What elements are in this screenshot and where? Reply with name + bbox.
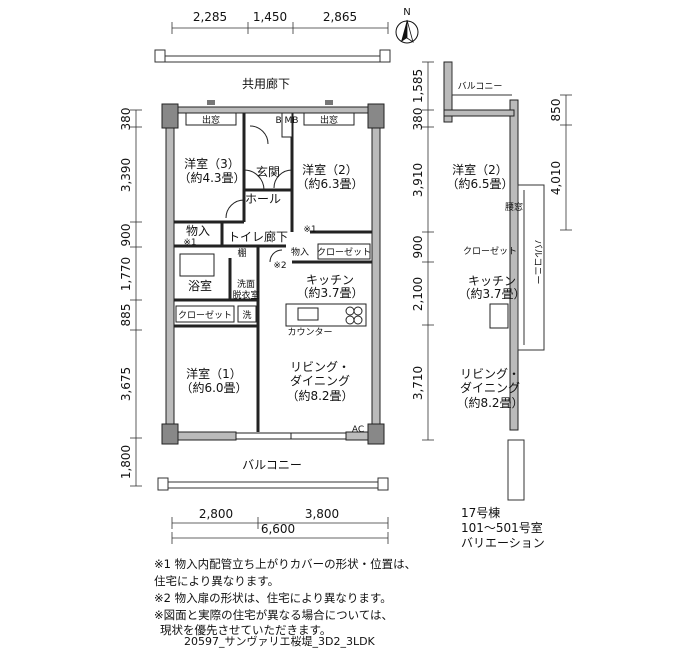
ac-label: AC [352,425,364,435]
closet-box [317,243,371,260]
north-arrow-icon [395,19,419,44]
plan-code: 20597_サンヴァリエ桜堤_3D2_3LDK [184,635,375,648]
dim-left-4: 1,770 [119,257,133,291]
closet-box-2 [175,305,235,323]
var-window-label: 腰窓 [505,201,523,213]
variation-label: バリエーション [461,536,545,550]
variation-balcony-outline [451,62,545,501]
dim-bottom-2: 3,800 [305,507,339,521]
counter-label: カウンター [287,327,332,338]
dim-left-2: 3,390 [119,158,133,192]
washer-box [237,305,257,323]
north-label: N [403,7,410,18]
note-line-3: ※2 物入扉の形状は、住宅により異なります。 [154,591,392,605]
bath-label: 浴室 [188,278,212,293]
room3-area: （約4.3畳） [178,170,245,185]
var-balcony-top: バルコニー [458,81,503,92]
note1-mark-b: ※1 [303,225,316,235]
balcony-label: バルコニー [242,458,302,472]
var-room2-label: 洋室（2） [452,162,508,177]
var-living-label-1: リビング・ [460,367,520,381]
note-line-2: 住宅により異なります。 [154,574,280,588]
storage-label: 物入 [186,224,210,238]
bathtub [179,253,215,277]
living-area: （約8.2畳） [286,388,353,403]
building-number: 17号棟 [461,506,501,520]
dim-left-3: 900 [119,224,133,247]
sink-icon [297,307,319,321]
entrance-label: 玄関 [256,164,280,179]
dimension-lines [130,22,572,544]
dim-top-3: 2,865 [323,10,357,24]
room2-area: （約6.3畳） [296,176,363,191]
var-room2-area: （約6.5畳） [446,176,513,191]
toilet-label: トイレ [228,230,264,244]
hallway-label: 廊下 [264,229,288,244]
living-label-2: ダイニング [290,373,350,388]
var-stove [489,303,509,329]
note1-mark-a: ※1 [183,238,196,248]
var-balcony-side: バルコニー [532,240,543,285]
left-dimension-labels: 380 3,390 900 1,770 885 3,675 1,800 [119,108,133,480]
unit-info: 17号棟 101～501号室 バリエーション [461,506,545,551]
balcony-railing [157,477,389,491]
dim-bottom-total: 6,600 [261,522,295,536]
dim-mid-2: 380 [411,108,425,131]
var-kitchen-area: （約3.7畳） [458,286,525,301]
note2-mark: ※2 [273,261,286,271]
columns [161,103,385,445]
room1-area: （約6.0畳） [180,380,247,395]
bay-window-label-1: 出窓 [202,114,220,126]
dim-right-2: 4,010 [549,161,563,195]
dim-bottom-1: 2,800 [199,507,233,521]
dim-mid-4: 900 [411,236,425,259]
bay-windows [185,112,355,126]
hall-label: ホール [245,192,281,206]
door-swings [225,125,293,263]
stove-icon [345,306,363,325]
closet-label: クローゼット [317,246,371,258]
dim-right-1: 850 [549,99,563,122]
room1-label: 洋室（1） [186,366,242,381]
dim-top-1: 2,285 [193,10,227,24]
corridor-railing [154,49,391,63]
window-vents [207,100,333,105]
dim-left-1: 380 [119,108,133,131]
storage-label-2: 物入 [291,246,309,258]
closet-label-2: クローゼット [178,309,232,321]
dim-left-7: 1,800 [119,445,133,479]
bay-window-label-2: 出窓 [320,114,338,126]
var-closet-label: クローゼット [463,245,517,257]
wash-label-1: 洗面 [237,278,255,290]
note-line-4: ※図面と実際の住宅が異なる場合については、 [154,608,394,622]
sliding-windows [235,432,347,440]
dim-mid-6: 3,710 [411,366,425,400]
var-kitchen-label: キッチン [468,274,516,288]
note-line-5: 現状を優先させていただきます。 [160,623,332,637]
room-range: 101～501号室 [461,521,543,535]
var-living-label-2: ダイニング [460,380,520,395]
room3-label: 洋室（3） [184,156,240,171]
var-living-area: （約8.2畳） [456,395,523,410]
dim-mid-3: 3,910 [411,163,425,197]
room2-label: 洋室（2） [302,162,358,177]
kitchen-area: （約3.7畳） [296,285,363,300]
dim-left-5: 885 [119,304,133,327]
note-line-1: ※1 物入内配管立ち上がりカバーの形状・位置は、 [154,557,417,571]
corridor-label: 共用廊下 [242,76,290,91]
middle-dimension-labels: 1,585 380 3,910 900 2,100 3,710 [411,69,425,400]
dim-mid-1: 1,585 [411,69,425,103]
wash-label-2: 脱衣室 [232,289,259,301]
kitchen-label: キッチン [306,273,354,287]
living-label-1: リビング・ [290,360,350,374]
dim-top-2: 1,450 [253,10,287,24]
dim-left-6: 3,675 [119,367,133,401]
shelf-label: 棚 [237,247,246,259]
meter-box [281,112,293,138]
mb-label: B MB [276,116,299,126]
dim-mid-5: 2,100 [411,277,425,311]
washer-label: 洗 [242,309,251,321]
